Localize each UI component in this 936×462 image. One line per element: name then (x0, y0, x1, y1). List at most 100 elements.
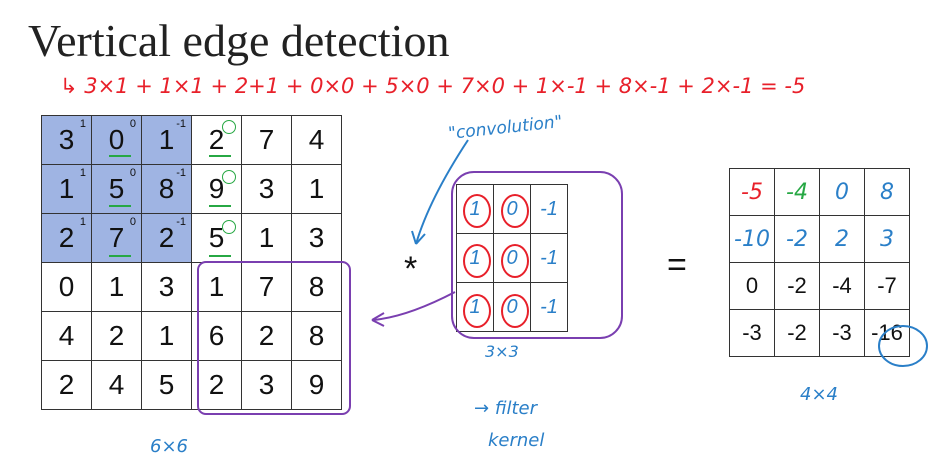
formula-arrow: ↳ (60, 74, 78, 98)
filter-label: → filter (474, 398, 537, 419)
page-title: Vertical edge detection (28, 15, 450, 66)
input-cell: 1 (191, 262, 242, 312)
input-value: 2 (108, 320, 125, 351)
input-value: 3 (258, 173, 275, 204)
mapping-arrow (371, 291, 456, 321)
input-value: 5 (108, 173, 125, 204)
input-value: 2 (58, 369, 75, 400)
input-value: 9 (308, 369, 325, 400)
green-underline-mark (209, 255, 231, 257)
input-value: 3 (308, 222, 325, 253)
input-value: 5 (208, 222, 225, 253)
input-value: 5 (158, 369, 175, 400)
input-cell: 3 (241, 164, 292, 214)
green-circle-mark (222, 120, 236, 134)
region-box (197, 261, 351, 415)
input-value: 3 (158, 271, 175, 302)
filter-box (451, 171, 623, 339)
input-cell: 0 (41, 262, 92, 312)
kernel-weight: 0 (129, 167, 136, 179)
filter-circle (501, 294, 529, 328)
input-cell: 8 (291, 311, 342, 361)
input-cell: 4 (91, 360, 142, 410)
output-cell: -10 (729, 215, 775, 263)
input-value: 7 (258, 124, 275, 155)
filter-text: filter (494, 398, 537, 419)
input-cell: 2 (41, 360, 92, 410)
output-row: -3-2-3-16 (729, 309, 910, 357)
filter-circle (501, 244, 529, 278)
filter-circle (501, 194, 529, 228)
input-value: 6 (208, 320, 225, 351)
input-cell: 2 (191, 360, 242, 410)
input-value: 4 (58, 320, 75, 351)
input-value: 1 (258, 222, 275, 253)
input-value: 2 (208, 124, 225, 155)
input-value: 2 (158, 222, 175, 253)
mapping-arrowhead (371, 312, 385, 327)
output-size-label: 4×4 (800, 384, 838, 405)
kernel-weight: -1 (176, 216, 186, 228)
output-cell: 3 (864, 215, 910, 263)
filter-arrow: → (474, 398, 490, 419)
output-cell: -3 (819, 309, 865, 357)
filter-circle (463, 244, 491, 278)
input-cell: 6 (191, 311, 242, 361)
input-cell: 1 (141, 311, 192, 361)
input-value: 8 (308, 320, 325, 351)
convolution-arrow (415, 139, 469, 245)
kernel-weight: 1 (79, 167, 86, 179)
kernel-weight: -1 (176, 118, 186, 130)
input-value: 0 (108, 124, 125, 155)
input-value: 1 (58, 173, 75, 204)
input-cell: 1 (291, 164, 342, 214)
filter-circle (463, 194, 491, 228)
equals-sign: = (667, 246, 687, 284)
output-cell: 8 (864, 168, 910, 216)
output-cell: -16 (864, 309, 910, 357)
input-value: 1 (308, 173, 325, 204)
output-cell: -4 (774, 168, 820, 216)
output-row: 0-2-4-7 (729, 262, 910, 310)
input-value: 1 (158, 124, 175, 155)
input-cell: 8 (291, 262, 342, 312)
convolution-operator: * (404, 250, 418, 288)
green-circle-mark (222, 220, 236, 234)
filter-cell: -1 (530, 282, 568, 332)
green-underline-mark (109, 155, 131, 157)
green-underline-mark (209, 205, 231, 207)
output-cell: -7 (864, 262, 910, 310)
green-underline-mark (109, 255, 131, 257)
input-cell: 3 (141, 262, 192, 312)
convolution-arrowhead (411, 230, 426, 245)
input-cell: 5 (141, 360, 192, 410)
filter-cell: -1 (530, 233, 568, 283)
kernel-weight: 1 (79, 216, 86, 228)
input-size-label: 6×6 (150, 436, 188, 457)
input-cell: 4 (291, 115, 342, 165)
green-underline-mark (109, 205, 131, 207)
input-value: 2 (208, 369, 225, 400)
kernel-weight: 1 (79, 118, 86, 130)
formula-text: 3×1 + 1×1 + 2+1 + 0×0 + 5×0 + 7×0 + 1×-1… (84, 74, 806, 98)
kernel-weight: 0 (129, 216, 136, 228)
filter-size-label: 3×3 (485, 342, 519, 361)
filter-cell: -1 (530, 184, 568, 234)
input-value: 8 (308, 271, 325, 302)
input-value: 4 (108, 369, 125, 400)
input-value: 2 (258, 320, 275, 351)
input-value: 3 (258, 369, 275, 400)
input-cell: 2-1 (141, 213, 192, 263)
input-value: 1 (158, 320, 175, 351)
green-circle-mark (222, 170, 236, 184)
input-cell: 5 (191, 213, 242, 263)
